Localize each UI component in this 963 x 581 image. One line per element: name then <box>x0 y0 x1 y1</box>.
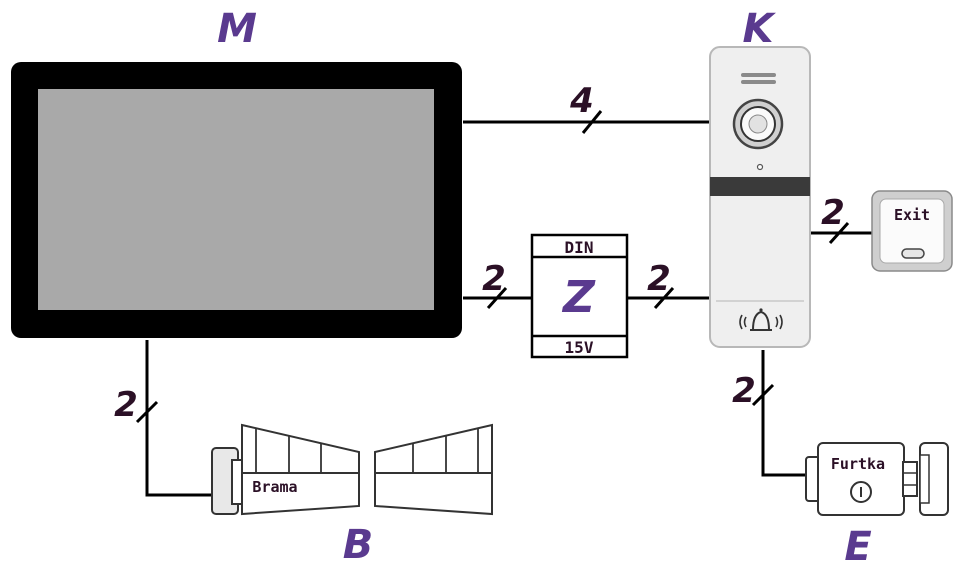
door-panel-body <box>709 46 811 348</box>
wire-count-power-panel: 2 <box>647 259 671 299</box>
wire-count-panel-exit: 2 <box>821 193 845 233</box>
gate: Brama <box>211 423 493 516</box>
gate-right-wing <box>374 423 493 516</box>
wire-tick <box>135 400 159 424</box>
monitor <box>11 62 462 338</box>
door-panel <box>709 46 811 348</box>
speaker-grille <box>741 73 776 77</box>
exit-button-label: Exit <box>894 206 930 224</box>
gate-left-wing <box>241 423 360 516</box>
label-panel: K <box>743 6 777 52</box>
lock-body <box>817 442 905 516</box>
power-supply: DIN Z 15V <box>530 233 629 359</box>
exit-button-face[interactable] <box>879 198 945 264</box>
wire-tick <box>828 221 850 245</box>
wire-tick <box>581 110 603 134</box>
exit-button[interactable]: Exit <box>871 190 953 272</box>
monitor-screen <box>38 89 434 310</box>
label-power-supply: Z <box>561 272 596 323</box>
wicket-lock: Furtka <box>805 442 949 516</box>
door-panel-strip <box>710 177 810 196</box>
gate-label: Brama <box>252 478 297 496</box>
wire-panel-lock <box>761 350 806 477</box>
bell-icon[interactable] <box>739 308 783 331</box>
wire-tick <box>653 286 675 310</box>
label-gate: B <box>343 522 374 568</box>
wire-tick <box>486 286 508 310</box>
label-lock: E <box>844 524 871 570</box>
exit-button-led <box>901 248 925 259</box>
wire-count-monitor-gate: 2 <box>114 385 138 425</box>
power-supply-top-label: DIN <box>565 238 594 257</box>
microphone-icon <box>756 163 764 171</box>
wire-monitor-gate <box>145 340 212 497</box>
wire-count-monitor-panel: 4 <box>569 81 594 121</box>
wire-count-monitor-power: 2 <box>482 259 506 299</box>
wire-count-panel-lock: 2 <box>732 371 756 411</box>
label-monitor: M <box>217 6 257 52</box>
power-supply-bottom-label: 15V <box>565 338 594 357</box>
lock-label: Furtka <box>831 455 885 473</box>
wire-tick <box>751 383 775 407</box>
